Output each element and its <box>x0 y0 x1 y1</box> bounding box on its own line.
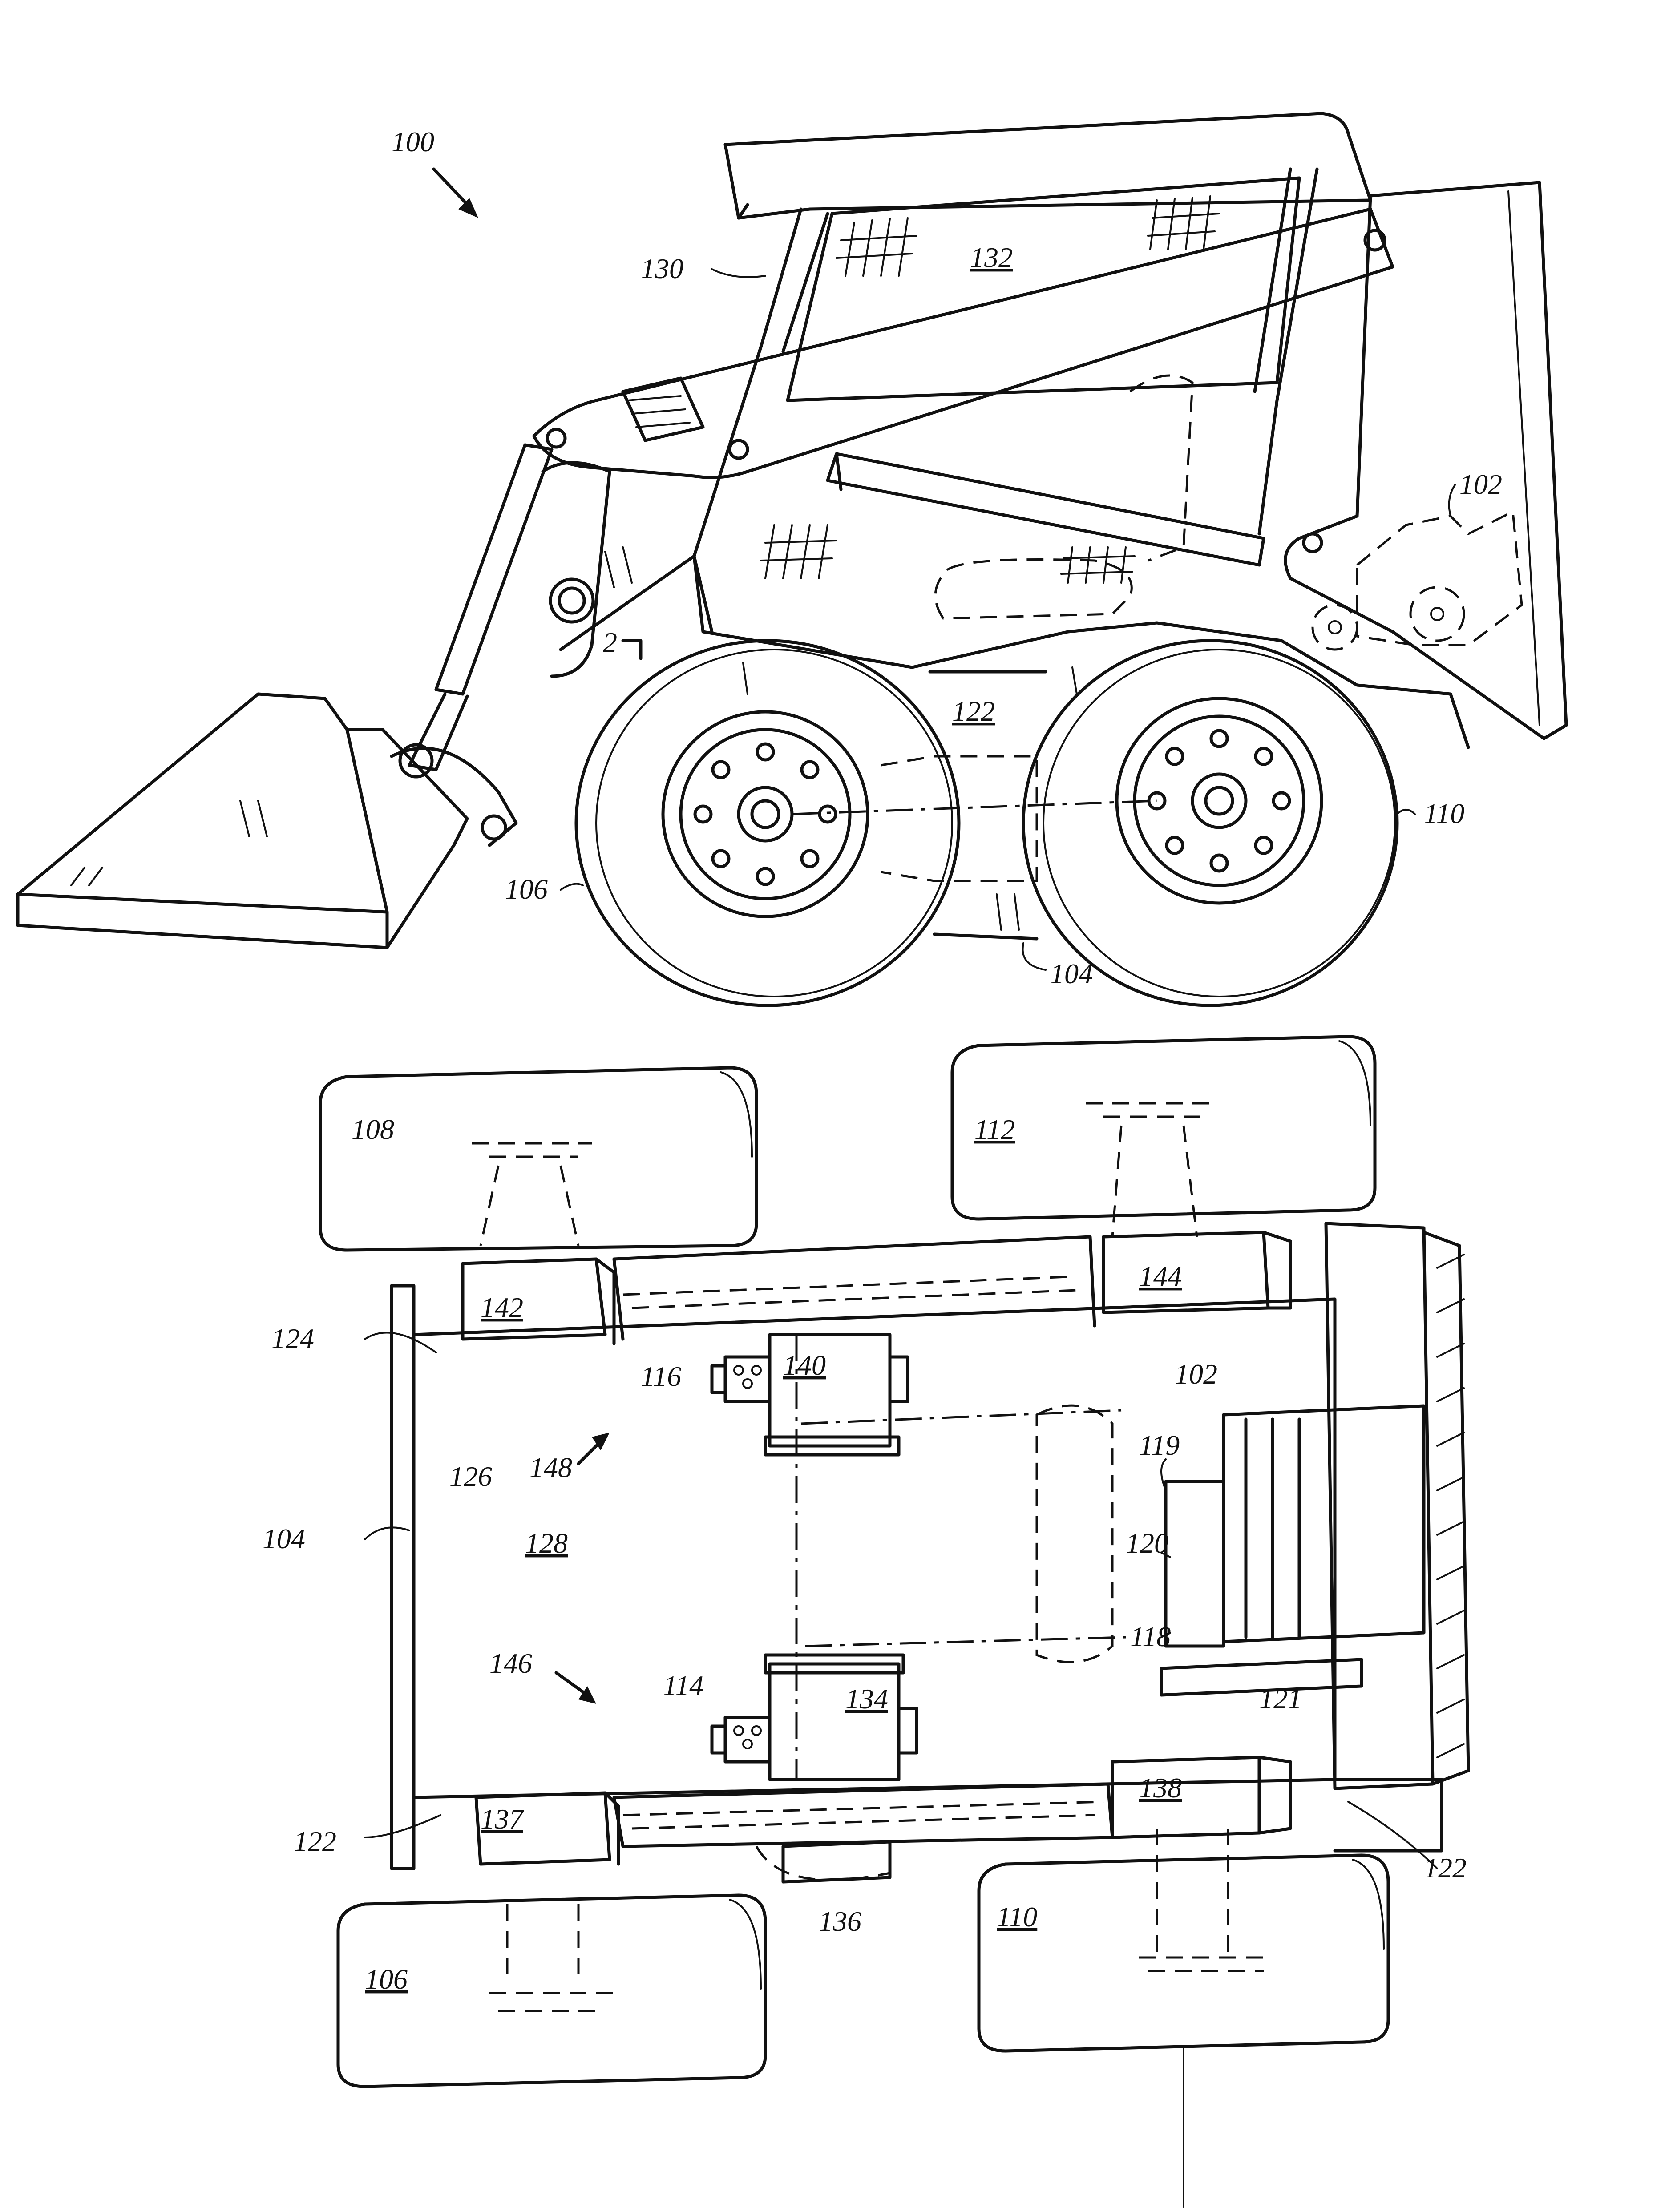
body-side-panel <box>559 546 1470 749</box>
lift-arm <box>532 207 1394 479</box>
case-144 <box>1102 1231 1292 1314</box>
plan-arrows <box>364 1332 1438 1869</box>
tire-106 <box>336 1893 767 2088</box>
label-118: 118 <box>1130 1621 1171 1652</box>
label-128: 128 <box>525 1527 568 1559</box>
label-119: 119 <box>1139 1429 1180 1461</box>
drive-motor-116 <box>710 1355 772 1403</box>
label-136: 136 <box>819 1905 861 1937</box>
cab-frame <box>692 167 1319 634</box>
drive-motor-114 <box>710 1716 772 1764</box>
label-144: 144 <box>1139 1260 1182 1292</box>
label-102-side: 102 <box>1459 468 1502 500</box>
front-wheel <box>574 639 961 1007</box>
cab-roof <box>723 112 1372 220</box>
bucket <box>16 692 518 949</box>
label-114: 114 <box>663 1670 703 1701</box>
label-110-plan: 110 <box>997 1901 1037 1933</box>
tire-110 <box>977 1829 1390 2208</box>
label-138: 138 <box>1139 1772 1182 1804</box>
lift-cylinder <box>826 452 1265 567</box>
label-116: 116 <box>641 1360 681 1392</box>
case-142 <box>461 1257 616 1345</box>
label-112: 112 <box>974 1114 1015 1145</box>
chassis-lower <box>792 670 1157 941</box>
label-110-side: 110 <box>1424 798 1464 829</box>
label-148: 148 <box>529 1452 572 1483</box>
case-137 <box>474 1791 620 1866</box>
label-106-plan: 106 <box>365 1963 408 1995</box>
label-122-left: 122 <box>294 1825 336 1857</box>
case-138 <box>1111 1756 1292 1839</box>
rear-tower <box>1284 181 1568 740</box>
rear-wheel <box>1022 639 1399 1007</box>
label-126: 126 <box>449 1461 492 1492</box>
gearbox-134 <box>764 1653 918 1781</box>
label-137: 137 <box>481 1803 525 1835</box>
label-130: 130 <box>641 253 683 284</box>
cover-136 <box>755 1840 892 1884</box>
label-104-side: 104 <box>1050 958 1093 989</box>
rear-housing <box>1324 1222 1470 1853</box>
machine-reference-arrow <box>432 167 478 218</box>
label-140: 140 <box>783 1349 826 1381</box>
label-108: 108 <box>352 1114 394 1145</box>
engine-block <box>1035 1404 1426 1697</box>
label-102-plan: 102 <box>1175 1358 1217 1390</box>
label-132: 132 <box>970 242 1013 273</box>
label-124: 124 <box>271 1323 314 1354</box>
label-104-plan: 104 <box>263 1523 305 1554</box>
label-134: 134 <box>845 1683 888 1715</box>
label-100: 100 <box>392 126 434 157</box>
engine-outline <box>1311 510 1523 651</box>
tire-108 <box>319 1066 758 1252</box>
label-120: 120 <box>1126 1527 1168 1559</box>
figure-1-side-view: 100 130 132 102 2 122 106 110 104 <box>16 112 1568 1007</box>
label-121: 121 <box>1259 1683 1302 1715</box>
label-2-section: 2 <box>603 626 617 658</box>
label-146: 146 <box>489 1647 532 1679</box>
label-106-side: 106 <box>505 873 548 905</box>
label-142: 142 <box>481 1292 523 1323</box>
figure-1-labels: 100 130 132 102 2 122 106 110 104 <box>392 126 1502 989</box>
tire-112 <box>950 1035 1377 1237</box>
figure-2-plan-view: 108 112 142 144 124 116 140 102 126 148 … <box>263 1035 1470 2208</box>
figure-2-labels: 108 112 142 144 124 116 140 102 126 148 … <box>263 1114 1467 1995</box>
label-122-side: 122 <box>952 695 995 727</box>
gearbox-140 <box>764 1333 909 1457</box>
label-122-right: 122 <box>1424 1852 1467 1884</box>
tilt-cylinder <box>408 443 611 771</box>
